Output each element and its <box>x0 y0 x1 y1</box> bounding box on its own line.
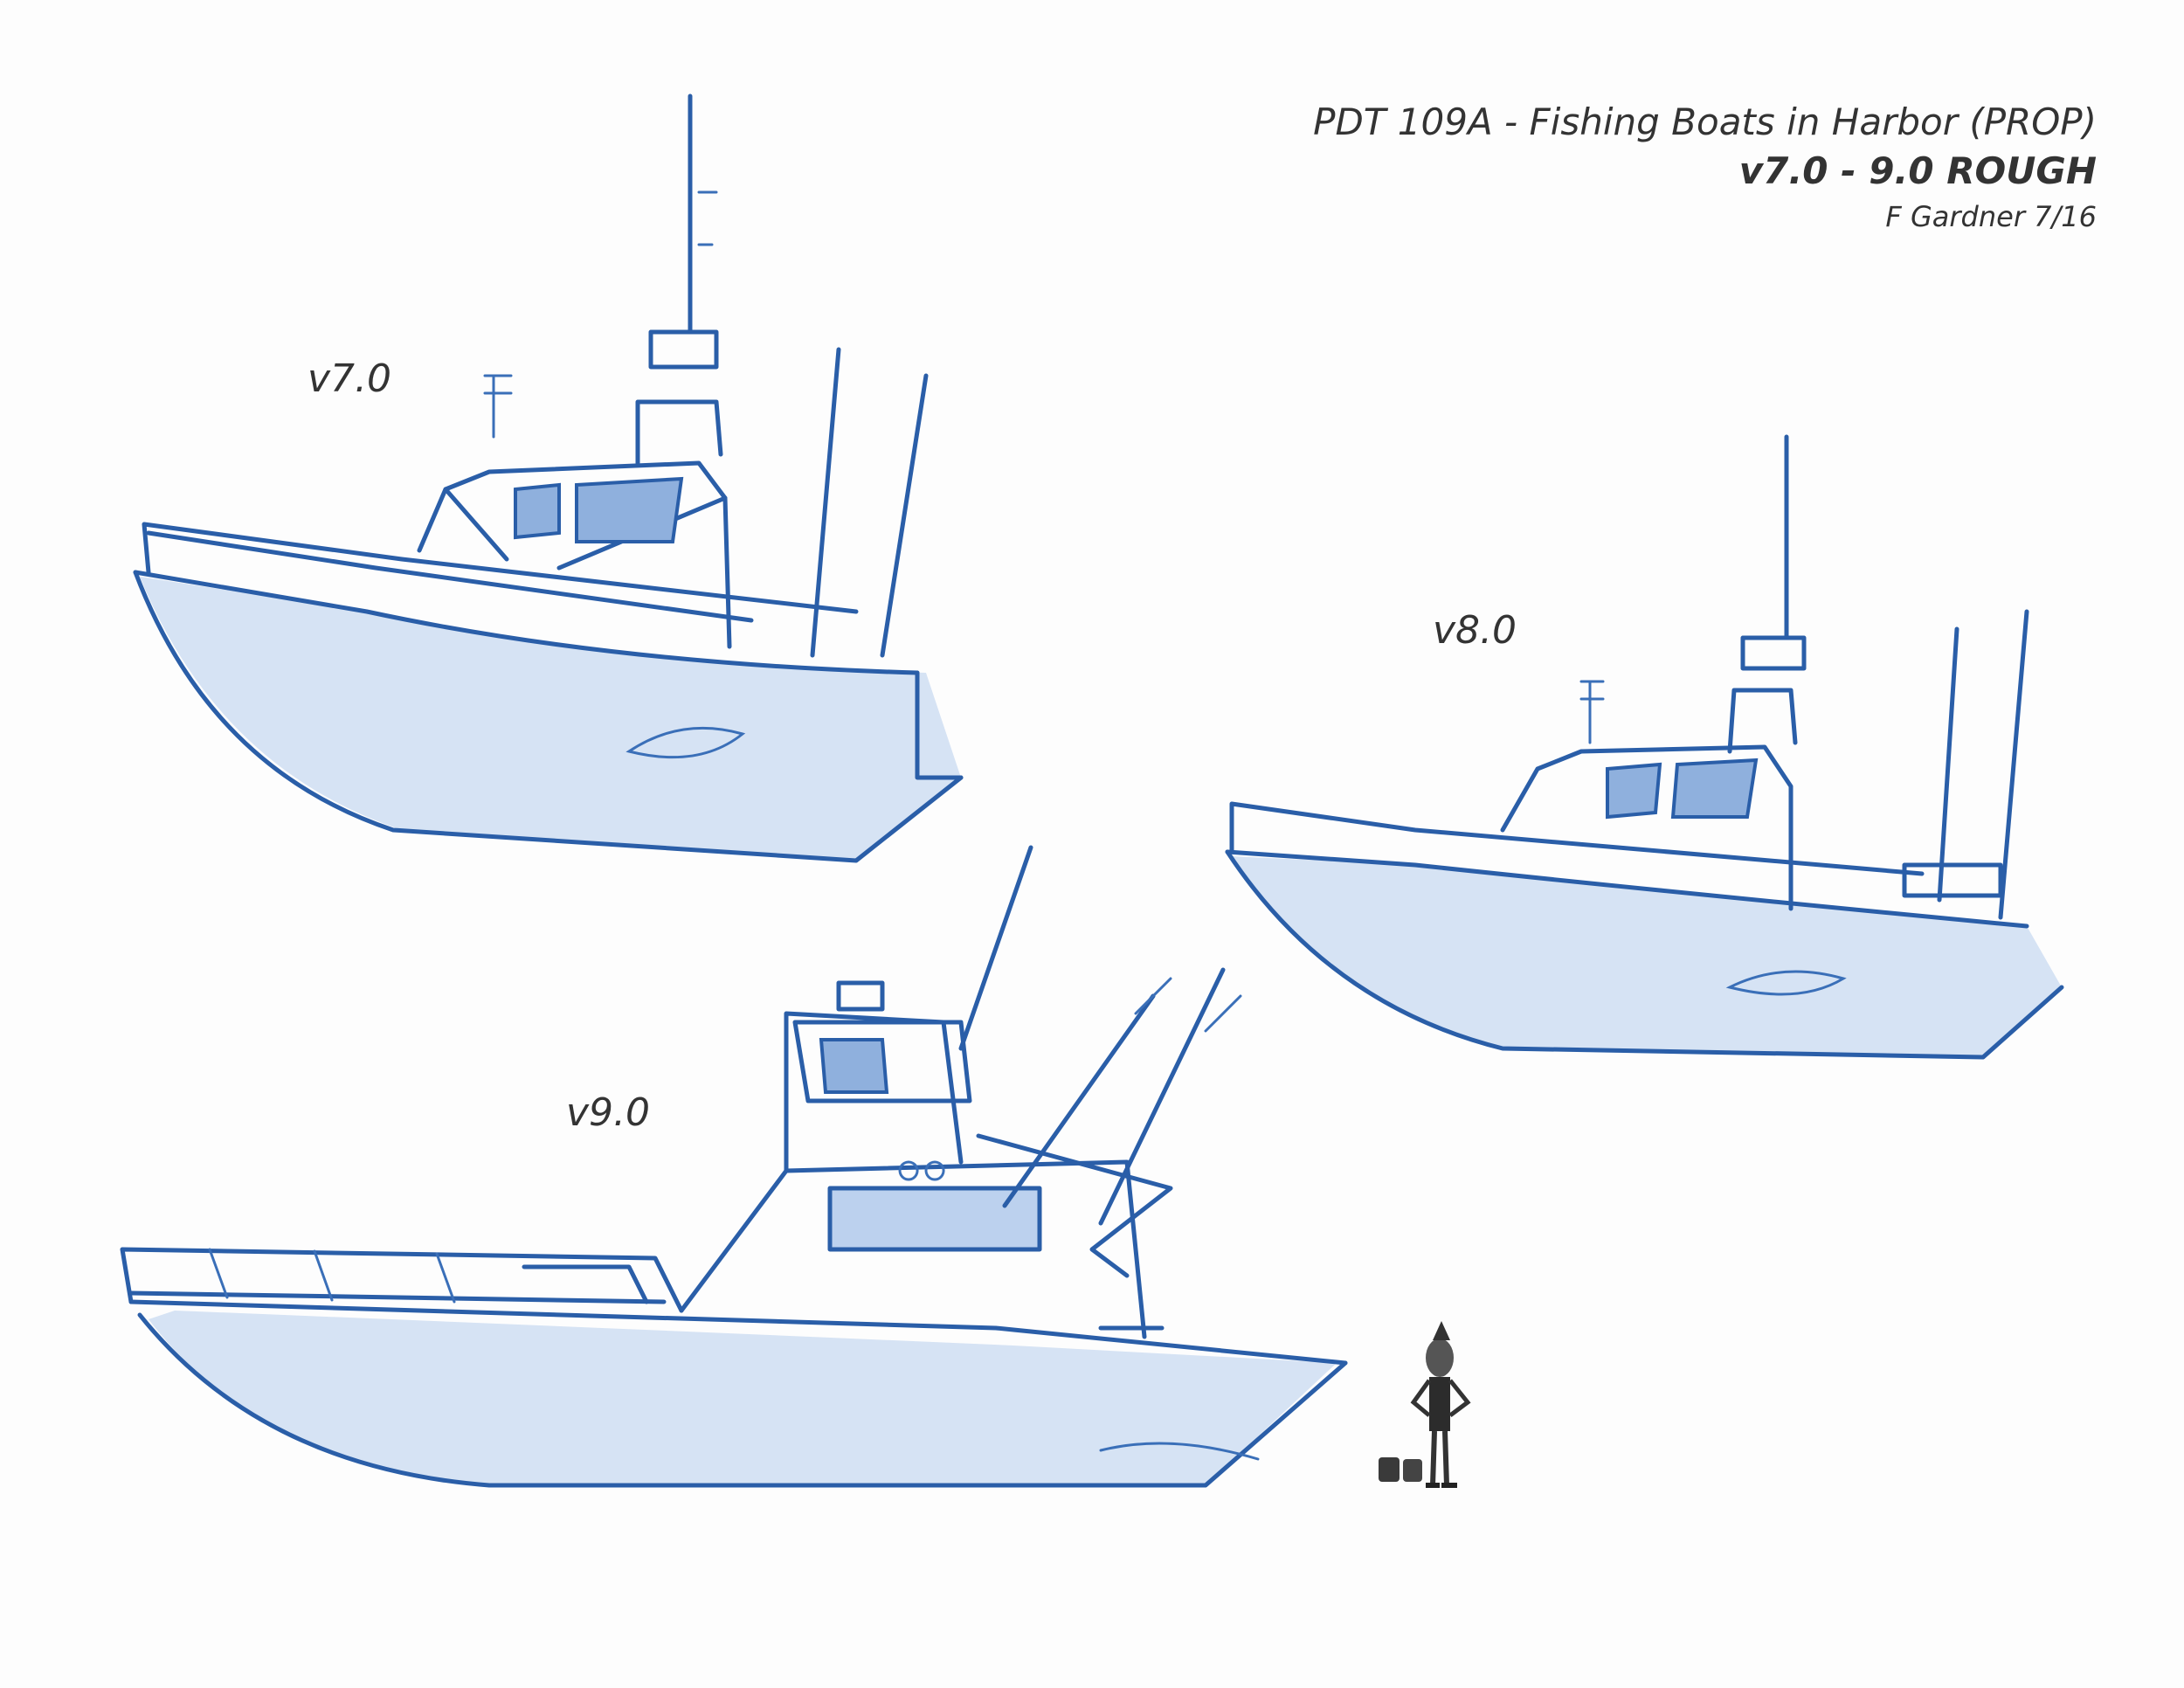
boat-sketch-v8 <box>1225 434 2064 1060</box>
sheet-title: PDT 109A - Fishing Boats in Harbor (PROP… <box>1313 100 2097 143</box>
version-label-v8: v8.0 <box>1433 608 1517 653</box>
artist-credit: F Gardner 7/16 <box>1885 200 2097 233</box>
version-label-v9: v9.0 <box>566 1090 651 1135</box>
boat-sketch-v9 <box>120 845 1348 1488</box>
sheet-subtitle: v7.0 - 9.0 ROUGH <box>1738 149 2097 192</box>
scale-character-figure <box>1379 1321 1471 1488</box>
boat-sketch-v7 <box>133 93 964 863</box>
title-block: PDT 109A - Fishing Boats in Harbor (PROP… <box>1313 98 2097 238</box>
version-label-v7: v7.0 <box>308 356 392 401</box>
